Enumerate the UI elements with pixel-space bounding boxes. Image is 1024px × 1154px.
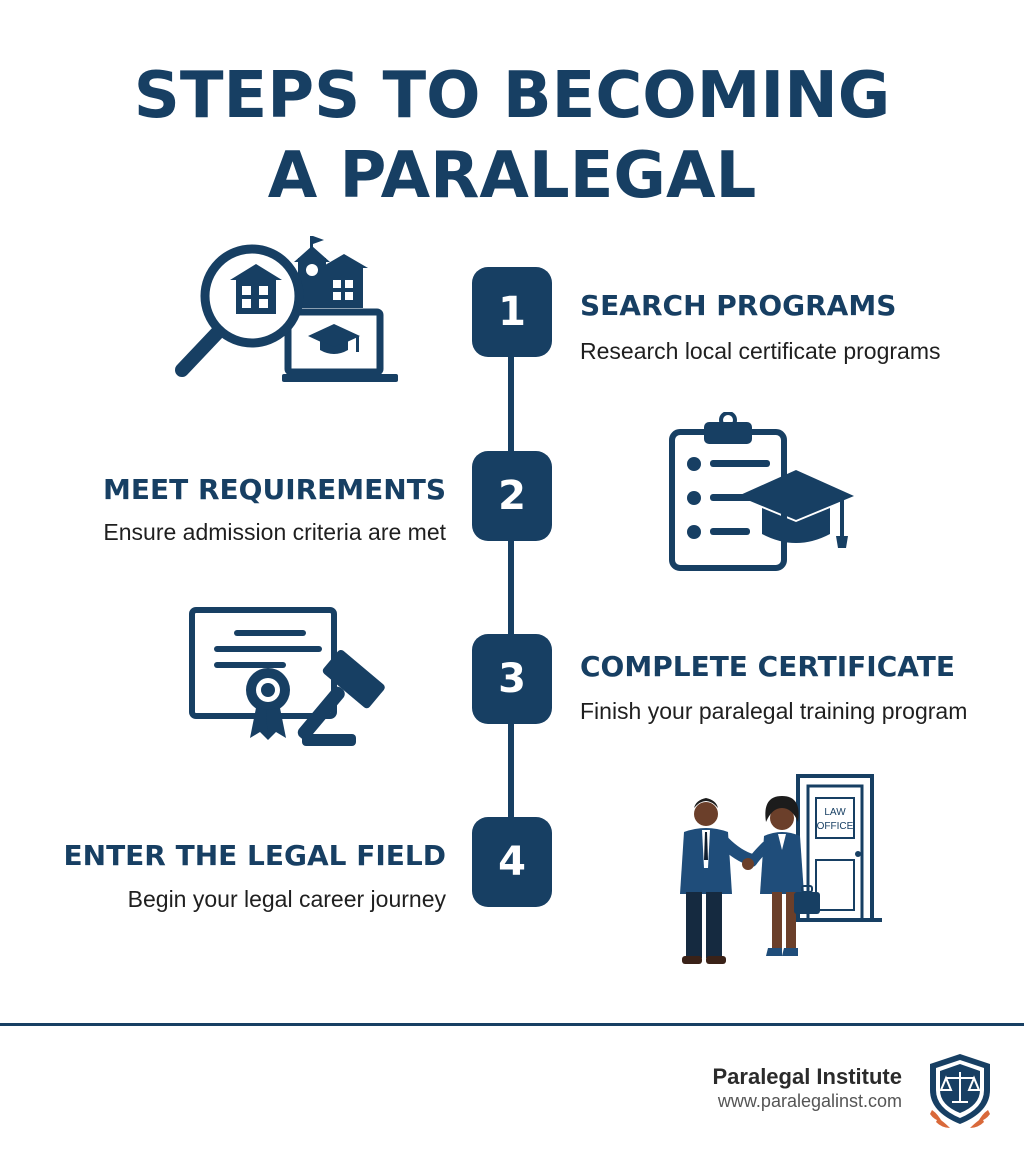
school-search-icon — [175, 236, 398, 382]
step-1-description: Research local certificate programs — [580, 338, 941, 364]
clipboard-graduation-icon — [669, 412, 854, 571]
page-title: STEPS TO BECOMING A PARALEGAL — [0, 64, 1024, 208]
brand-url[interactable]: www.paralegalinst.com — [717, 1091, 902, 1111]
step-1-number: 1 — [472, 267, 552, 357]
handshake-law-office-icon: LAW OFFICE — [680, 774, 882, 964]
step-2-heading: MEET REQUIREMENTS — [103, 473, 446, 506]
door-sign-line-2: OFFICE — [817, 821, 854, 832]
step-3-heading: COMPLETE CERTIFICATE — [580, 650, 955, 683]
title-line-1: STEPS TO BECOMING — [133, 59, 891, 133]
step-3-description: Finish your paralegal training program — [580, 698, 968, 724]
step-1-heading: SEARCH PROGRAMS — [580, 289, 897, 322]
timeline-line — [508, 300, 514, 860]
certificate-gavel-icon — [189, 607, 385, 746]
step-2-description: Ensure admission criteria are met — [103, 519, 446, 545]
step-2-number: 2 — [472, 451, 552, 541]
brand-name: Paralegal Institute — [712, 1064, 902, 1089]
step-3-number: 3 — [472, 634, 552, 724]
step-4-heading: ENTER THE LEGAL FIELD — [63, 839, 446, 872]
door-sign-line-1: LAW — [824, 807, 846, 818]
footer-divider — [0, 1023, 1024, 1026]
title-line-2: A PARALEGAL — [267, 139, 757, 213]
step-4-number: 4 — [472, 817, 552, 907]
step-4-description: Begin your legal career journey — [127, 886, 446, 912]
scales-shield-logo-icon — [930, 1054, 990, 1128]
